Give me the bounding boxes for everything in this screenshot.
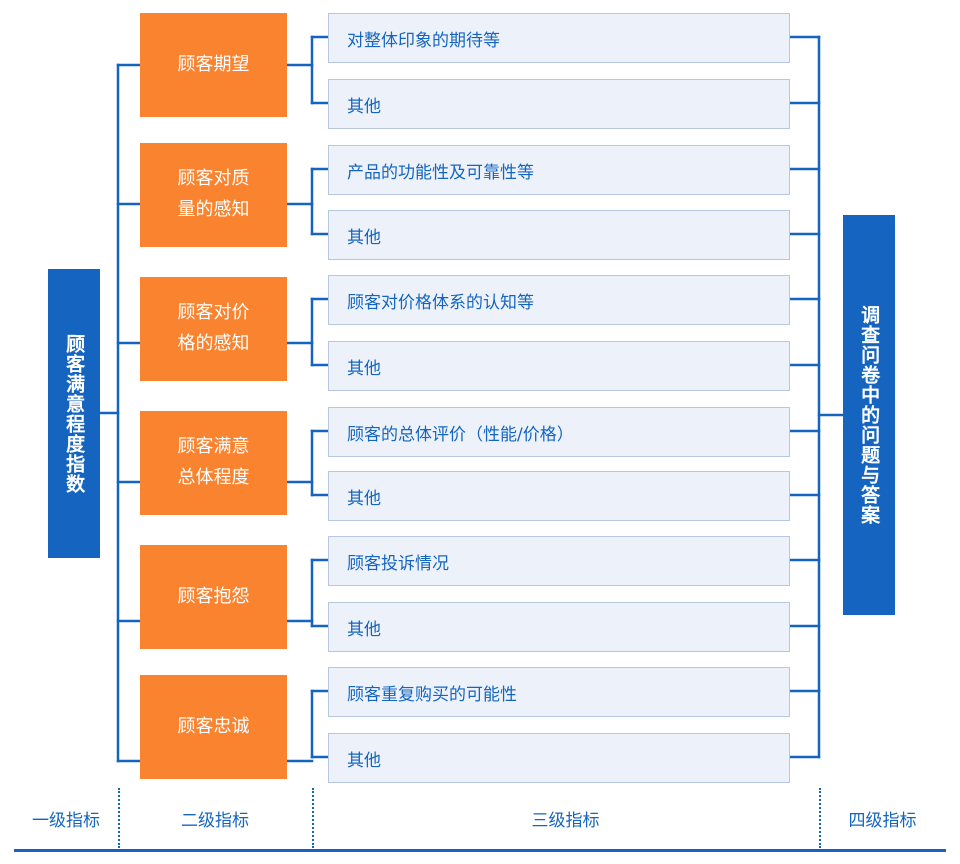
level3-box[interactable]: 其他 — [328, 341, 790, 391]
level3-label: 顾客的总体评价（性能/价格） — [347, 424, 574, 445]
level3-label: 其他 — [347, 227, 381, 248]
legend-label-level1: 一级指标 — [32, 811, 100, 831]
legend-baseline-rule — [14, 849, 946, 852]
level1-box-customer-satisfaction-index[interactable]: 顾客满意程度指数 — [48, 269, 100, 558]
level3-label: 其他 — [347, 619, 381, 640]
level2-box-overall-satisfaction[interactable]: 顾客满意总体程度 — [140, 411, 287, 515]
level2-label: 顾客抱怨 — [177, 585, 250, 607]
level3-label: 顾客对价格体系的认知等 — [347, 292, 534, 313]
level3-label: 其他 — [347, 750, 381, 771]
legend-label-level4: 四级指标 — [848, 811, 917, 831]
legend-divider-3 — [819, 788, 821, 848]
level4-box-survey-questions-answers[interactable]: 调查问卷中的问题与答案 — [843, 215, 895, 615]
level1-label: 顾客满意程度指数 — [63, 333, 86, 494]
level3-box[interactable]: 其他 — [328, 602, 790, 652]
level2-label: 顾客满意总体程度 — [177, 436, 250, 488]
level3-label: 顾客重复购买的可能性 — [347, 684, 517, 705]
level3-box[interactable]: 顾客的总体评价（性能/价格） — [328, 407, 790, 457]
level2-label: 顾客忠诚 — [177, 715, 250, 737]
level3-label: 其他 — [347, 358, 381, 379]
level2-label: 顾客期望 — [177, 53, 250, 75]
legend-label-level2: 二级指标 — [181, 811, 249, 831]
level3-box[interactable]: 其他 — [328, 210, 790, 260]
level3-label: 顾客投诉情况 — [347, 553, 449, 574]
level2-box-customer-expectation[interactable]: 顾客期望 — [140, 13, 287, 117]
level3-box[interactable]: 顾客对价格体系的认知等 — [328, 275, 790, 325]
level3-label: 其他 — [347, 96, 381, 117]
level3-box[interactable]: 顾客重复购买的可能性 — [328, 667, 790, 717]
level3-box[interactable]: 其他 — [328, 471, 790, 521]
level3-label: 其他 — [347, 488, 381, 509]
legend-label-level3: 三级指标 — [531, 811, 600, 831]
legend-divider-1 — [118, 788, 120, 848]
level3-box[interactable]: 其他 — [328, 79, 790, 129]
level3-box[interactable]: 其他 — [328, 733, 790, 783]
legend-divider-2 — [312, 788, 314, 848]
level2-label: 顾客对质量的感知 — [177, 168, 250, 220]
level2-box-customer-complaint[interactable]: 顾客抱怨 — [140, 545, 287, 649]
level3-label: 产品的功能性及可靠性等 — [347, 162, 534, 183]
level3-box[interactable]: 产品的功能性及可靠性等 — [328, 145, 790, 195]
level2-label: 顾客对价格的感知 — [177, 302, 250, 354]
level3-box[interactable]: 对整体印象的期待等 — [328, 13, 790, 63]
level2-box-perceived-price[interactable]: 顾客对价格的感知 — [140, 277, 287, 381]
level2-box-perceived-quality[interactable]: 顾客对质量的感知 — [140, 143, 287, 247]
level3-box[interactable]: 顾客投诉情况 — [328, 536, 790, 586]
level4-label: 调查问卷中的问题与答案 — [858, 305, 881, 525]
level3-label: 对整体印象的期待等 — [347, 30, 500, 51]
level2-box-customer-loyalty[interactable]: 顾客忠诚 — [140, 675, 287, 779]
